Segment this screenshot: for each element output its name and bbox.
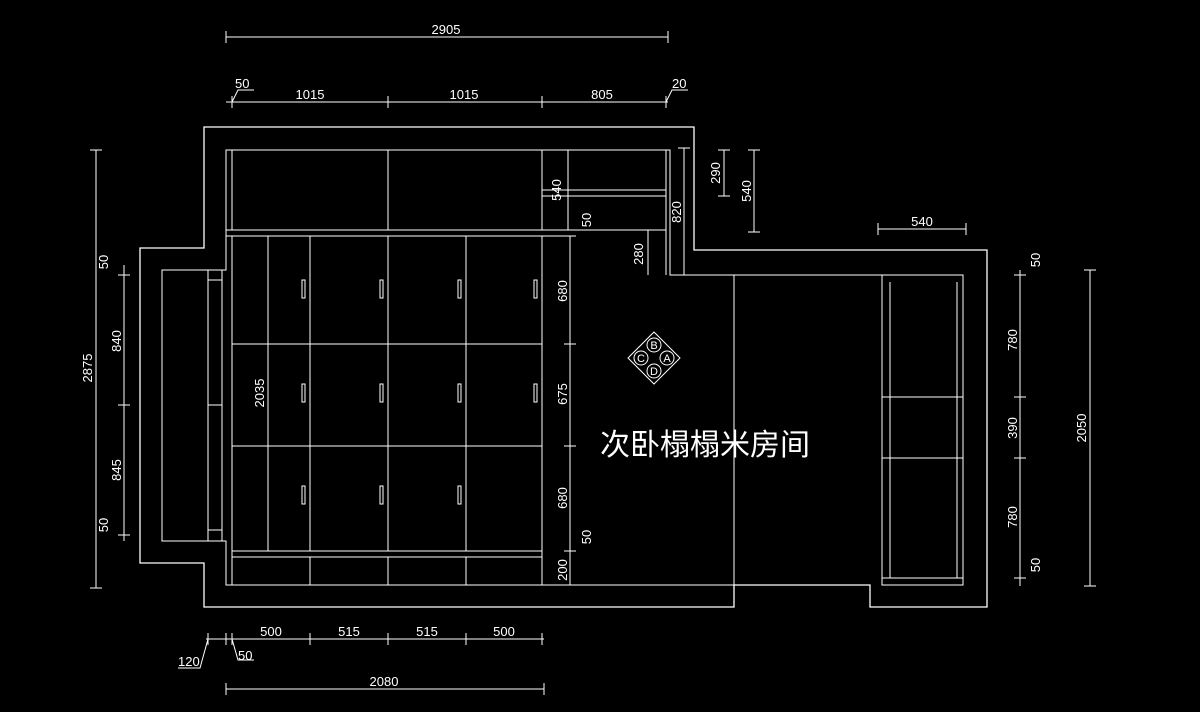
dim-v-280: 280	[631, 243, 646, 265]
door-handles	[301, 279, 538, 505]
dimension-lines	[90, 31, 1096, 695]
dim-top-1015-a: 1015	[296, 87, 325, 102]
compass-top: B	[650, 340, 657, 352]
dim-top-805: 805	[591, 87, 613, 102]
dim-shelf-540: 540	[549, 179, 564, 201]
dim-top-total: 2905	[432, 22, 461, 37]
right-cabinet	[881, 274, 964, 586]
dim-bot-120: 120	[178, 654, 200, 669]
dim-inner-2035: 2035	[252, 379, 267, 408]
dim-top-20: 20	[672, 76, 686, 91]
dim-top-1015-b: 1015	[450, 87, 479, 102]
inner-wall	[161, 149, 964, 586]
dim-bot-515-a: 515	[338, 624, 360, 639]
room-label: 次卧榻榻米房间	[600, 428, 810, 463]
dim-left-50-top: 50	[96, 255, 111, 269]
dim-rr-780-bot: 780	[1005, 506, 1020, 528]
dim-v-540: 540	[739, 180, 754, 202]
dim-left-50-bot: 50	[96, 518, 111, 532]
dim-r-680-bot: 680	[555, 487, 570, 509]
dim-top-50: 50	[235, 76, 249, 91]
dim-r-50: 50	[579, 530, 594, 544]
dim-v-820: 820	[669, 201, 684, 223]
dim-rr-2050: 2050	[1074, 414, 1089, 443]
top-wardrobe	[226, 149, 667, 275]
dim-r-680-top: 680	[555, 280, 570, 302]
dimension-labels: 2905 50 1015 1015 805 20 540 50 820 290 …	[80, 22, 1089, 689]
wardrobe-grid	[231, 235, 543, 585]
dim-r-200: 200	[555, 559, 570, 581]
dim-rr-50-top: 50	[1028, 253, 1043, 267]
compass-bottom: D	[650, 366, 658, 378]
dim-gap-50: 50	[579, 213, 594, 227]
compass-right: A	[663, 353, 671, 365]
compass-symbol: B A D C	[627, 331, 681, 385]
dim-bot-515-b: 515	[416, 624, 438, 639]
dim-left-845: 845	[109, 459, 124, 481]
dim-r-675: 675	[555, 383, 570, 405]
dim-right-540: 540	[911, 214, 933, 229]
dim-rr-50-bot: 50	[1028, 558, 1043, 572]
dim-bot-500-a: 500	[260, 624, 282, 639]
dim-left-840: 840	[109, 330, 124, 352]
left-bay-cabinet	[161, 269, 223, 542]
dim-v-290: 290	[708, 162, 723, 184]
dim-bot-500-b: 500	[493, 624, 515, 639]
dim-rr-780-top: 780	[1005, 329, 1020, 351]
compass-left: C	[637, 353, 645, 365]
dim-bot-50: 50	[238, 648, 252, 663]
dim-bot-2080: 2080	[370, 674, 399, 689]
dim-left-2875: 2875	[80, 354, 95, 383]
wardrobe-frame	[231, 235, 543, 552]
dim-rr-390: 390	[1005, 417, 1020, 439]
